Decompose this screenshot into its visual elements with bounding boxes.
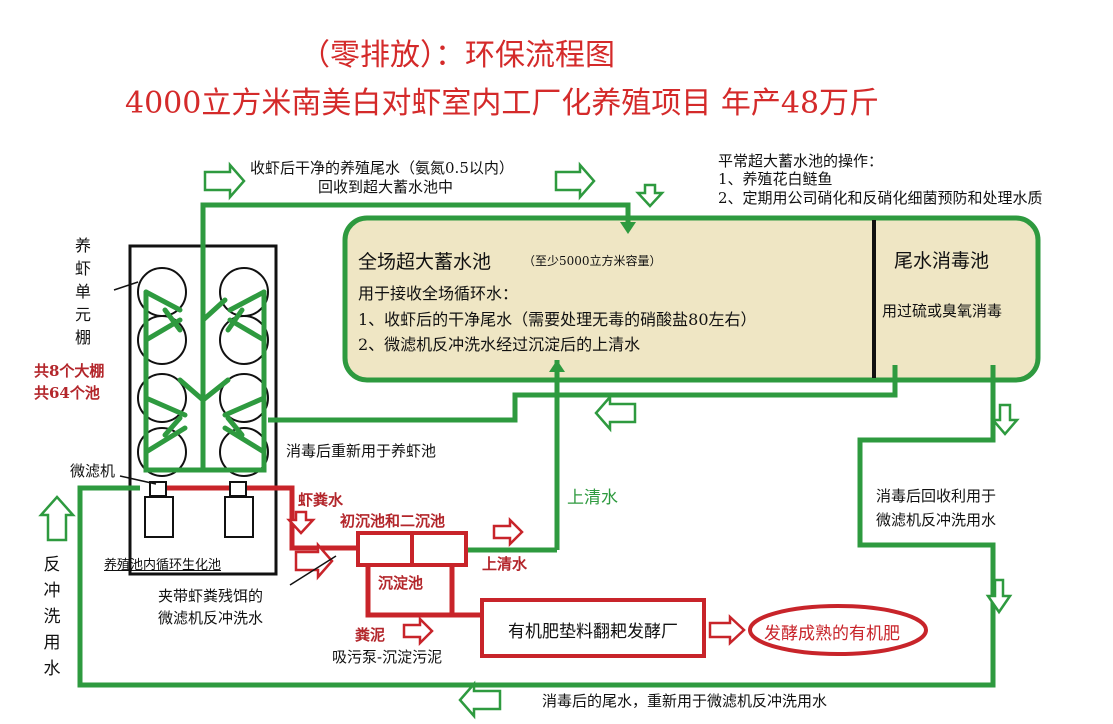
disinfection-title: 尾水消毒池 (894, 250, 990, 272)
pond-circle (219, 373, 269, 423)
fertilizer-plant-box (480, 598, 706, 658)
pond-circle (219, 427, 269, 477)
fertilizer-plant-label: 有机肥垫料翻耙发酵厂 (508, 622, 678, 642)
shed-count-1: 共8个大棚 (34, 362, 105, 380)
operations-item-2: 2、定期用公司硝化和反硝化细菌预防和处理水质 (718, 189, 1043, 207)
arrow-head (549, 360, 565, 372)
pond-circles (137, 267, 269, 477)
hollow-arrows-red (286, 510, 746, 647)
fertilizer-product-label: 发酵成熟的有机肥 (764, 624, 900, 644)
label-bottom-tail: 消毒后的尾水，重新用于微滤机反冲洗用水 (542, 692, 828, 710)
pond-circle (137, 315, 187, 365)
operations-item-1: 1、养殖花白鲢鱼 (718, 170, 833, 188)
flow-top-line2: 回收到超大蓄水池中 (318, 178, 454, 196)
reservoir-title: 全场超大蓄水池 (358, 251, 492, 273)
label-microfilter: 微滤机 (70, 462, 116, 480)
pond-circle (137, 373, 187, 423)
label-biofilter: 养殖池内循环生化池 (104, 558, 222, 573)
operations-title: 平常超大蓄水池的操作： (718, 152, 884, 170)
label-shrimp-manure-water: 虾粪水 (298, 491, 344, 509)
label-backwash-vertical: 反冲洗用水 (43, 555, 61, 679)
label-settling-tank: 沉淀池 (378, 574, 424, 592)
label-supernatant-right: 上清水 (482, 555, 528, 573)
shed-count-2: 共64个池 (34, 384, 100, 402)
label-backwash-line2: 微滤机反冲洗水 (158, 609, 264, 627)
pond-circle (137, 427, 187, 477)
label-supernatant-up: 上清水 (567, 488, 618, 508)
label-recycle-line2: 微滤机反冲洗用水 (876, 511, 997, 529)
flow-top-line1: 收虾后干净的养殖尾水（氨氮0.5以内） (250, 159, 514, 177)
reservoir-line-2: 1、收虾后的干净尾水（需要处理无毒的硝酸盐80左右） (358, 310, 757, 329)
reservoir-line-1: 用于接收全场循环水： (358, 284, 519, 303)
reservoir-line-3: 2、微滤机反冲洗水经过沉淀后的上清水 (358, 335, 641, 354)
disinfection-desc: 用过硫或臭氧消毒 (882, 302, 1003, 320)
microfilter-units (144, 481, 254, 538)
label-recycle-line1: 消毒后回收利用于 (876, 487, 997, 505)
arrow-head (620, 222, 636, 234)
reservoir-capacity: （至少5000立方米容量） (523, 254, 662, 268)
shed-label-vertical: 养虾单元棚 (74, 236, 91, 347)
hollow-arrows-green (38, 161, 1020, 720)
reservoir-tank (342, 215, 1041, 383)
label-primary-secondary-tank: 初沉池和二沉池 (340, 512, 446, 530)
label-reuse-shrimp-pond: 消毒后重新用于养虾池 (286, 442, 437, 460)
fertilizer-product-ellipse (748, 604, 928, 656)
pond-circle (219, 315, 269, 365)
title-line-1: （零排放）：环保流程图 (300, 38, 615, 73)
label-sludge-pump: 吸污泵-沉淀污泥 (332, 648, 443, 666)
green-pipes (77, 202, 996, 688)
title-line-2: 4000立方米南美白对虾室内工厂化养殖项目 年产48万斤 (125, 86, 880, 121)
pointer-lines (113, 281, 337, 586)
label-backwash-line1: 夹带虾粪残饵的 (158, 587, 264, 605)
shed-green-pipes (143, 207, 267, 473)
label-manure-sludge: 粪泥 (355, 626, 386, 644)
